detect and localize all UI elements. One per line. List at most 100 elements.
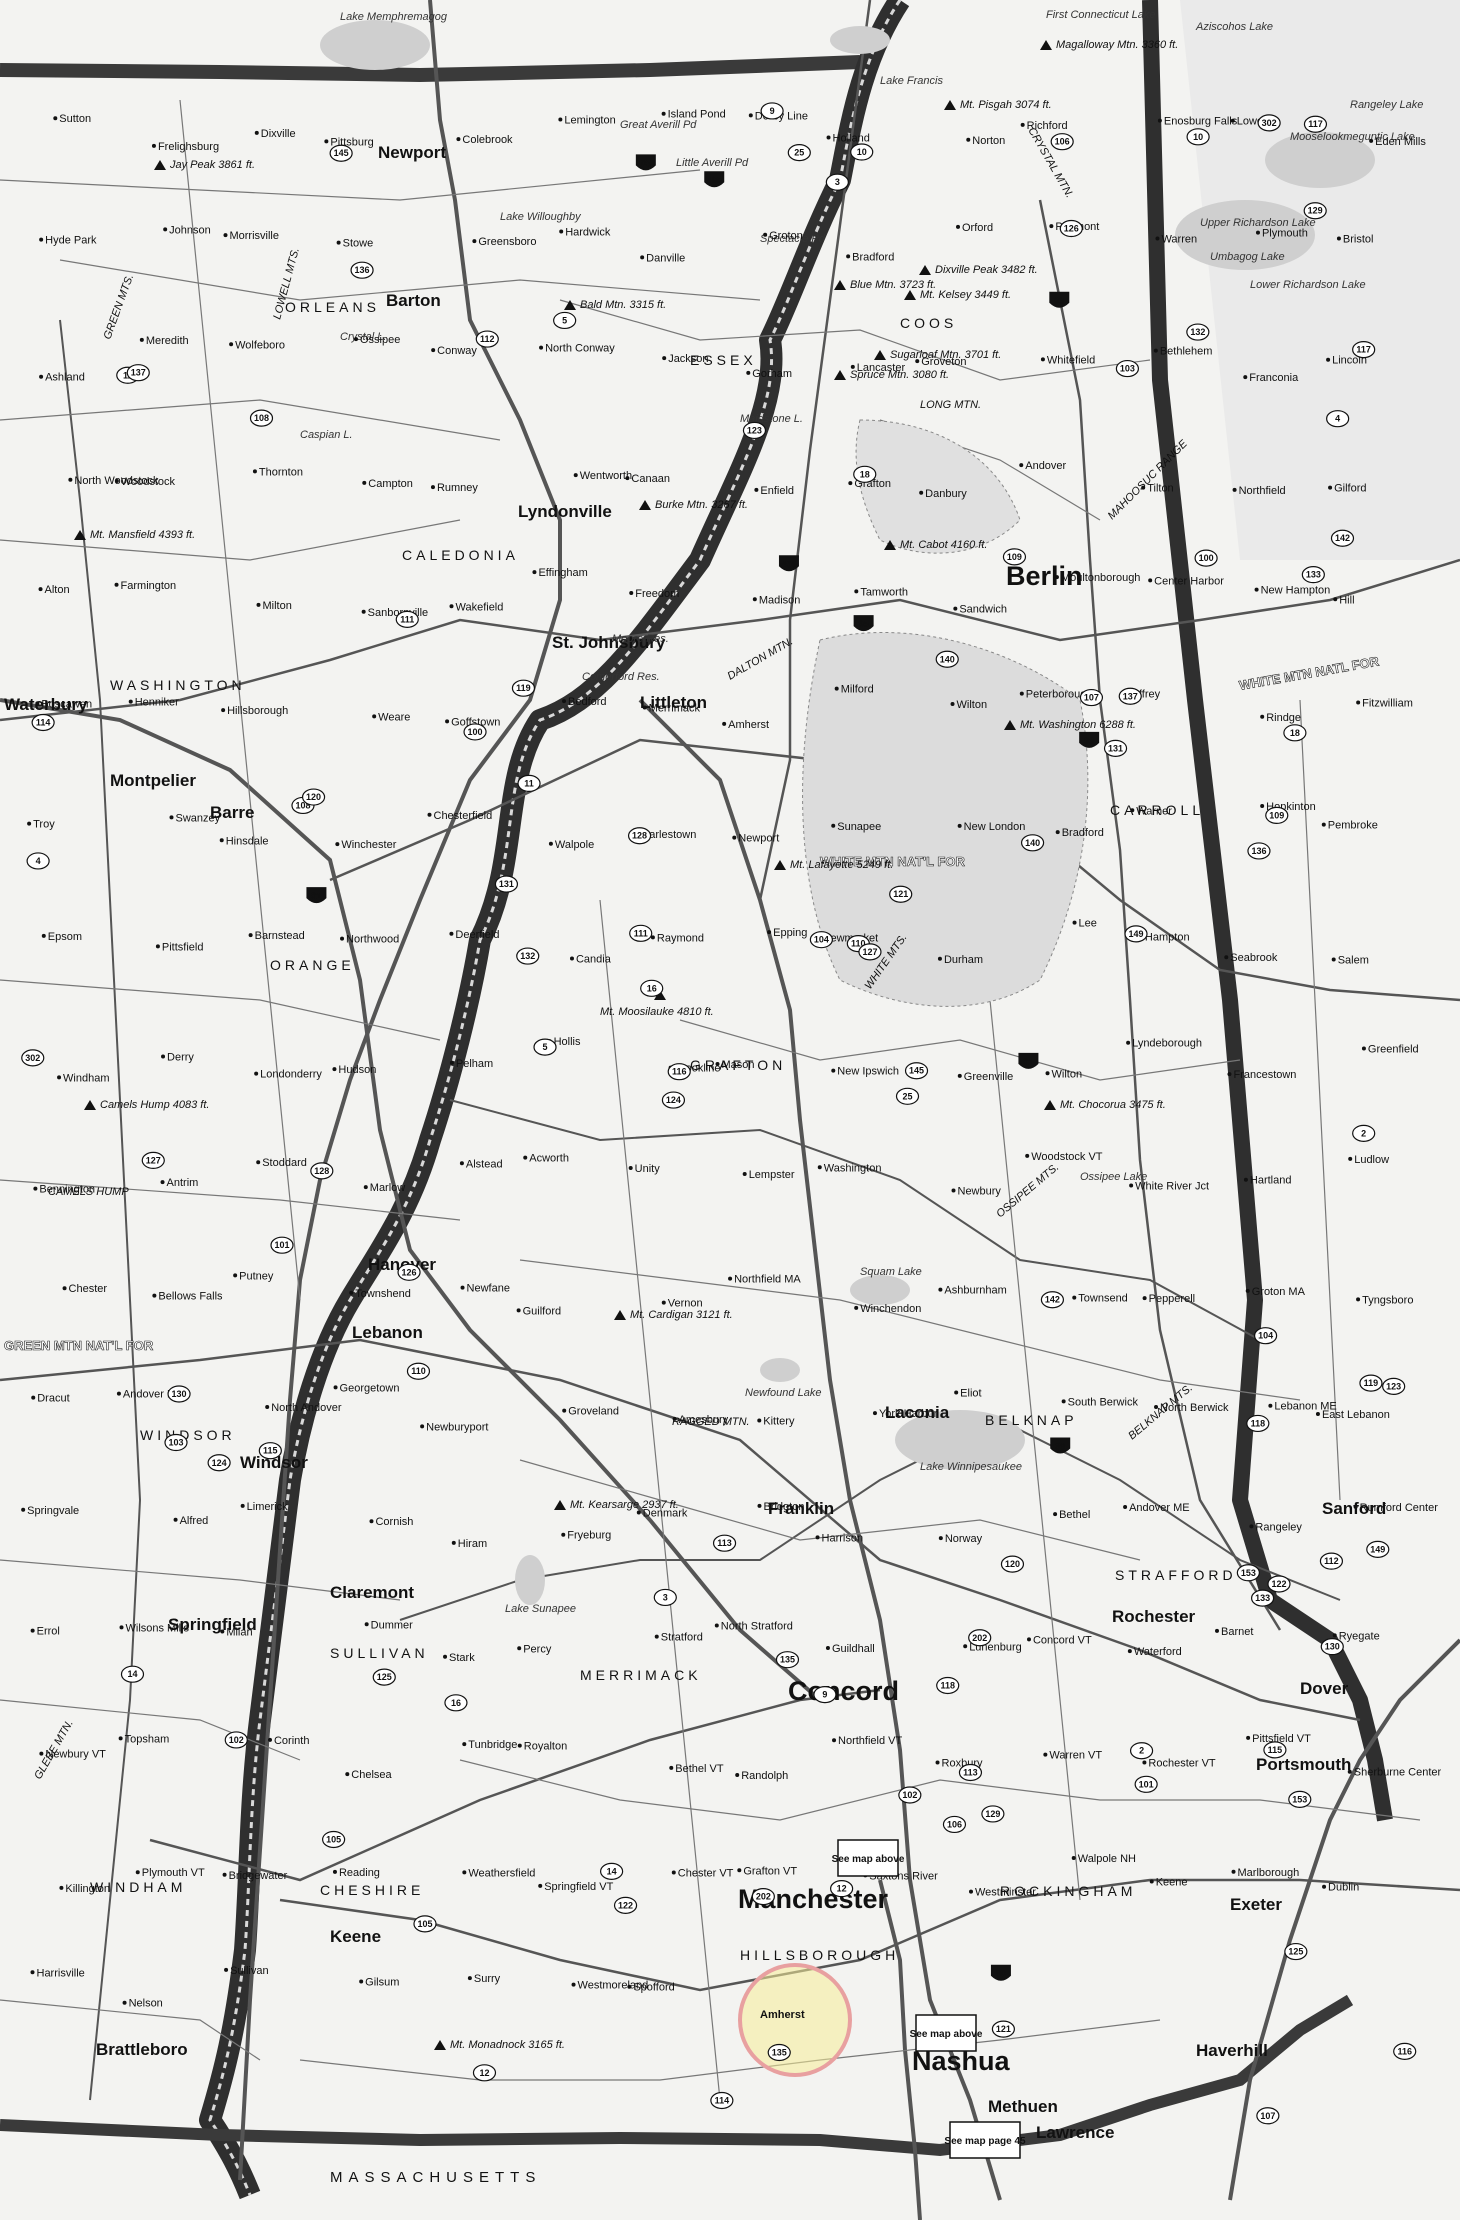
town-dot bbox=[1255, 230, 1260, 235]
city-label: Exeter bbox=[1230, 1895, 1282, 1914]
shield-icon bbox=[258, 1442, 282, 1460]
shield-icon bbox=[164, 1433, 188, 1452]
town-dot bbox=[128, 699, 133, 704]
shield-number: 114 bbox=[36, 717, 51, 727]
see-map-callout-text: See map page 45 bbox=[944, 2136, 1026, 2147]
shield-number: 132 bbox=[520, 951, 535, 961]
peak-icon bbox=[654, 990, 666, 1000]
shield-number: 122 bbox=[1271, 1579, 1286, 1589]
shield-icon bbox=[1002, 548, 1027, 566]
town-label: North Berwick bbox=[1160, 1402, 1229, 1414]
shield-number: 103 bbox=[168, 1438, 183, 1448]
shield-icon bbox=[270, 1236, 294, 1254]
town-label: Rindge bbox=[1266, 712, 1301, 724]
shield-icon bbox=[1079, 731, 1100, 748]
shield-icon bbox=[1352, 1124, 1376, 1142]
route-shield: 133 bbox=[1301, 566, 1325, 584]
shield-icon bbox=[667, 1063, 691, 1081]
town-label: Newbury VT bbox=[45, 1749, 106, 1761]
route-shield: 107 bbox=[1256, 2107, 1280, 2125]
shield-number: 202 bbox=[756, 1892, 771, 1902]
town-dot bbox=[629, 591, 634, 596]
route-shield: 102 bbox=[224, 1731, 248, 1749]
town-dot bbox=[420, 1424, 425, 1429]
town-dot bbox=[41, 933, 46, 938]
town-dot bbox=[826, 135, 831, 140]
peak-label: Mt. Chocorua 3475 ft. bbox=[1060, 1099, 1166, 1111]
town-label: Stoddard bbox=[262, 1157, 307, 1169]
route-shield: 121 bbox=[889, 885, 913, 903]
town-dot bbox=[950, 701, 955, 706]
town-dot bbox=[1153, 348, 1158, 353]
town-label: Frelighsburg bbox=[158, 141, 219, 153]
shield-number: 107 bbox=[1084, 693, 1099, 703]
town-label: Woodstock bbox=[121, 476, 176, 488]
shield-number: 2 bbox=[1361, 1128, 1366, 1138]
town-dot bbox=[1126, 1040, 1131, 1045]
shield-icon bbox=[1186, 128, 1210, 146]
peak-label: Bald Mtn. 3315 ft. bbox=[580, 299, 666, 311]
town-label: Ossipee bbox=[360, 334, 400, 346]
town-label: Holland bbox=[833, 133, 870, 145]
peak-label: Mt. Lafayette 5249 ft. bbox=[790, 859, 893, 871]
us-route-3 bbox=[758, 0, 872, 901]
town-label: Gilford bbox=[1334, 483, 1366, 495]
town-dot bbox=[1141, 485, 1146, 490]
shield-number: 93 bbox=[1084, 736, 1094, 746]
town-dot bbox=[335, 842, 340, 847]
town-label: Effingham bbox=[538, 567, 587, 579]
town-label: Stratford bbox=[661, 1632, 703, 1644]
town-label: Hardwick bbox=[565, 226, 611, 238]
shield-icon bbox=[991, 2020, 1015, 2038]
town-label: Rangeley bbox=[1255, 1521, 1302, 1533]
town-label: Greenfield bbox=[1368, 1044, 1419, 1056]
shield-number: 124 bbox=[212, 1458, 227, 1468]
town-dot bbox=[671, 1870, 676, 1875]
lake-label: Newfound Lake bbox=[745, 1387, 821, 1399]
town-label: Boscawen bbox=[41, 698, 92, 710]
town-dot bbox=[445, 719, 450, 724]
town-label: Hill bbox=[1339, 594, 1354, 606]
shield-icon bbox=[26, 852, 50, 870]
shield-number: 132 bbox=[1190, 327, 1205, 337]
shield-number: 135 bbox=[780, 1655, 795, 1665]
town-dot bbox=[139, 337, 144, 342]
route-shield: 2 bbox=[1352, 1124, 1376, 1142]
town-label: Amesbury bbox=[679, 1414, 729, 1426]
city-label: Sanford bbox=[1322, 1499, 1386, 1518]
lake-label: Crystal L. bbox=[340, 331, 386, 343]
shield-number: 5 bbox=[543, 1042, 548, 1052]
shield-number: 102 bbox=[229, 1735, 244, 1745]
lake-label: Great Averill Pd bbox=[620, 119, 697, 131]
shield-number: 10 bbox=[1193, 132, 1203, 142]
route-shield: 105 bbox=[322, 1830, 346, 1849]
town-label: Center Harbor bbox=[1154, 575, 1224, 587]
city-label: Springfield bbox=[168, 1615, 257, 1634]
town-label: Northwood bbox=[346, 934, 399, 946]
town-dot bbox=[364, 1622, 369, 1627]
route-shield: 202 bbox=[968, 1629, 992, 1647]
range-label: CAMELS HUMP bbox=[48, 1186, 129, 1198]
town-label: New Hampton bbox=[1261, 585, 1331, 597]
town-label: Townshend bbox=[355, 1288, 411, 1300]
town-label: Georgetown bbox=[340, 1382, 400, 1394]
town-label: Campton bbox=[368, 478, 413, 490]
town-dot bbox=[372, 714, 377, 719]
shield-number: 114 bbox=[715, 2096, 730, 2106]
town-label: Bridgewater bbox=[229, 1870, 288, 1882]
town-label: Norton bbox=[972, 135, 1005, 147]
route-shield: 124 bbox=[661, 1091, 686, 1109]
town-label: Mason bbox=[722, 1059, 755, 1071]
shield-icon bbox=[990, 1964, 1011, 1981]
town-dot bbox=[151, 143, 156, 148]
town-label: Limerick bbox=[247, 1501, 288, 1513]
shield-icon bbox=[1330, 529, 1355, 547]
route-shield: 25 bbox=[787, 144, 811, 162]
town-dot bbox=[1326, 357, 1331, 362]
shield-number: 495 bbox=[781, 559, 796, 569]
town-dot bbox=[467, 1976, 472, 1981]
town-label: Conway bbox=[437, 345, 477, 357]
route-shield: 107 bbox=[1079, 688, 1104, 707]
town-dot bbox=[650, 935, 655, 940]
shield-icon bbox=[1040, 1291, 1065, 1309]
